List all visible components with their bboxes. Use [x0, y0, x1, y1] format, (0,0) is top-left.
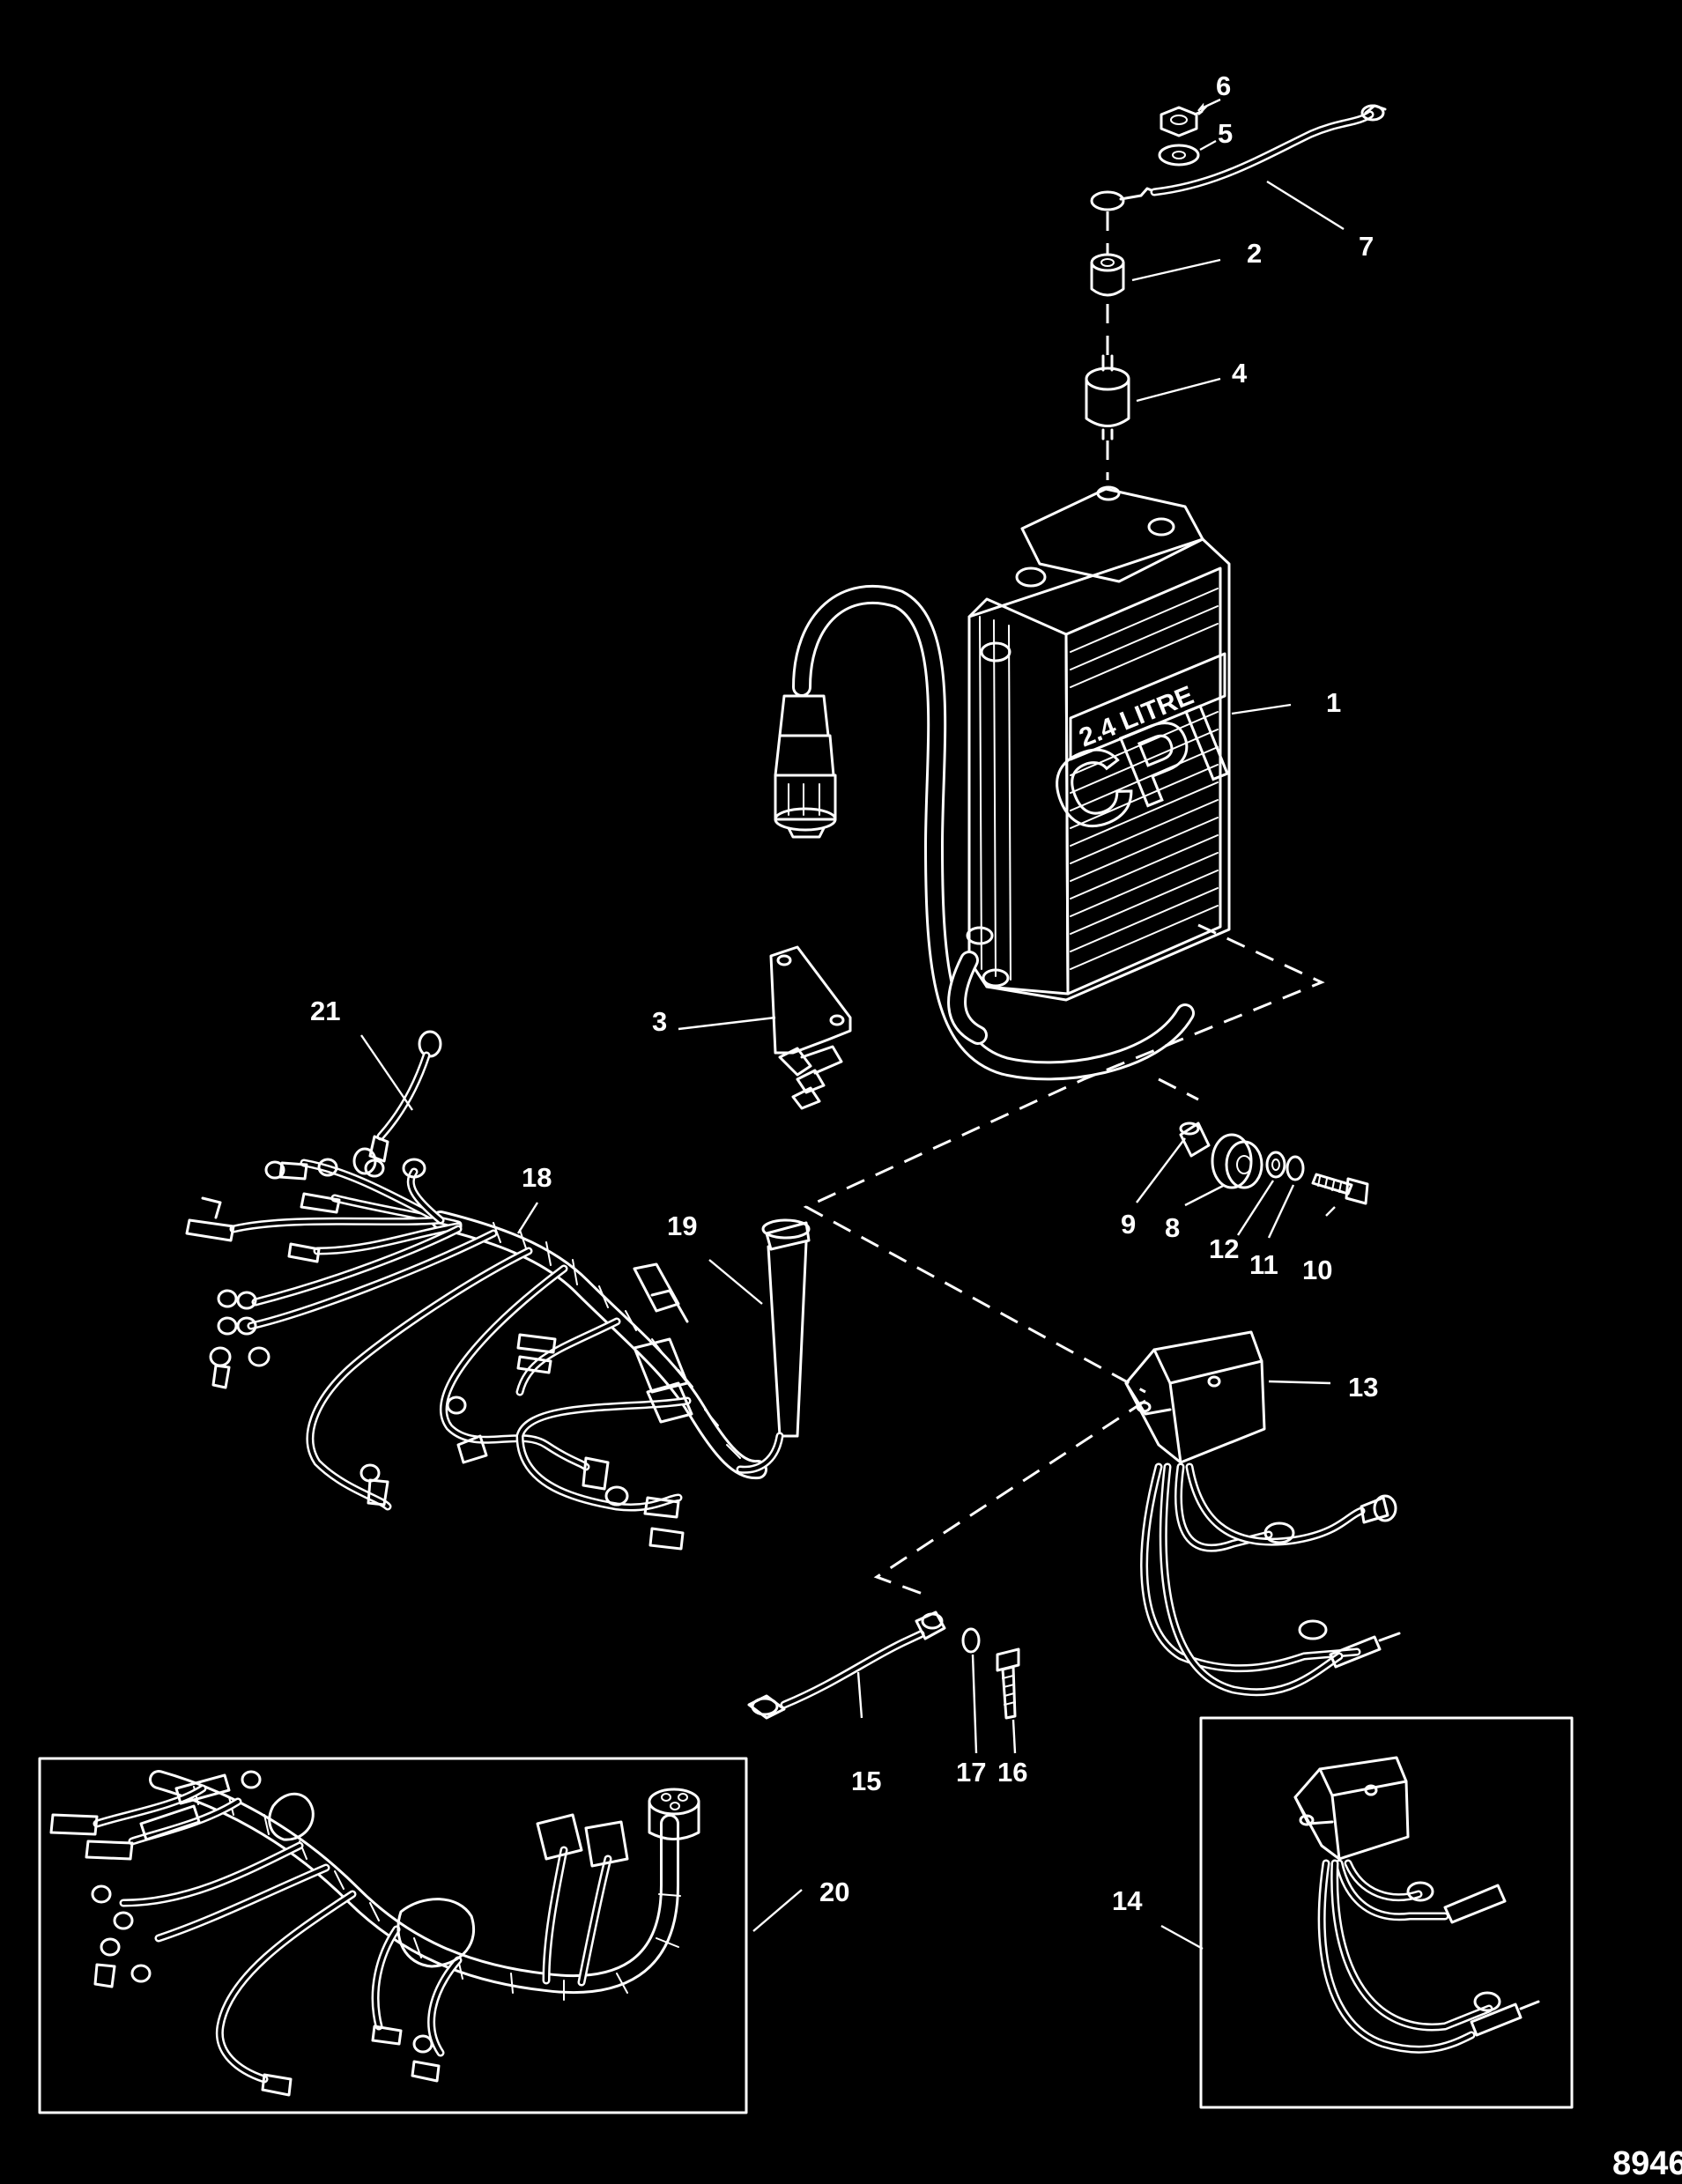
ecm-cable-loop — [792, 585, 1195, 1081]
callout-labels: 6 5 7 2 4 1 3 21 18 19 9 8 12 11 10 13 1… — [310, 70, 1378, 1916]
callout-17: 17 — [956, 1757, 986, 1788]
callout-4: 4 — [1232, 358, 1248, 389]
screw-part-16 — [996, 1647, 1020, 1720]
sleeve-part-9 — [1179, 1122, 1211, 1158]
harness-assembly-part-20 — [49, 1770, 700, 2097]
grommet-part-8 — [1211, 1133, 1263, 1189]
washer-part-17 — [961, 1627, 981, 1654]
callout-10: 10 — [1302, 1255, 1332, 1285]
assembly-path-main — [803, 923, 1325, 1394]
callout-12: 12 — [1209, 1233, 1239, 1264]
callout-1: 1 — [1326, 687, 1341, 718]
assembly-path-ground — [873, 1399, 1146, 1598]
callout-20: 20 — [819, 1877, 849, 1907]
engine-harness-part-18 — [185, 1158, 767, 1551]
rectifier-part-13 — [1124, 1330, 1401, 1697]
callout-3: 3 — [652, 1006, 667, 1037]
callout-16: 16 — [997, 1757, 1027, 1788]
callout-13: 13 — [1348, 1372, 1378, 1403]
leader-lines — [360, 98, 1345, 1951]
nut-part-6 — [1160, 106, 1198, 137]
callout-19: 19 — [667, 1210, 697, 1241]
ground-strap-part-21 — [352, 1030, 442, 1175]
inset-box-part-14 — [1199, 1716, 1574, 2109]
washer-part-5 — [1158, 144, 1200, 167]
spacer-part-2 — [1090, 253, 1125, 297]
callout-18: 18 — [522, 1162, 552, 1193]
rectifier-assembly-part-14 — [1293, 1756, 1540, 2054]
callout-11: 11 — [1249, 1249, 1278, 1280]
assembly-path-mount — [1158, 1077, 1199, 1101]
callout-8: 8 — [1165, 1212, 1180, 1243]
callout-2: 2 — [1247, 238, 1262, 269]
callout-14: 14 — [1112, 1885, 1143, 1916]
callout-5: 5 — [1218, 118, 1233, 149]
ecm-connector — [774, 694, 837, 839]
ground-strap-part-15 — [747, 1610, 946, 1720]
bracket-part-3 — [769, 945, 852, 1110]
callout-15: 15 — [851, 1766, 881, 1796]
drawing-reference-number: 8946 — [1612, 2145, 1682, 2182]
washer-part-12 — [1265, 1151, 1286, 1179]
callout-9: 9 — [1121, 1209, 1136, 1240]
inset-box-part-20 — [38, 1757, 748, 2114]
callout-7: 7 — [1359, 231, 1374, 262]
bolt-part-10 — [1311, 1173, 1369, 1205]
diagnostic-connector-part-19 — [633, 1218, 811, 1474]
callout-6: 6 — [1216, 70, 1231, 101]
ecm-module-part-1: 2.4 LITRE CPI — [966, 485, 1244, 1002]
callout-21: 21 — [310, 996, 340, 1026]
lock-washer-part-11 — [1286, 1155, 1305, 1181]
ground-lead-part-7 — [1090, 104, 1387, 211]
grommet-part-4 — [1085, 354, 1130, 441]
